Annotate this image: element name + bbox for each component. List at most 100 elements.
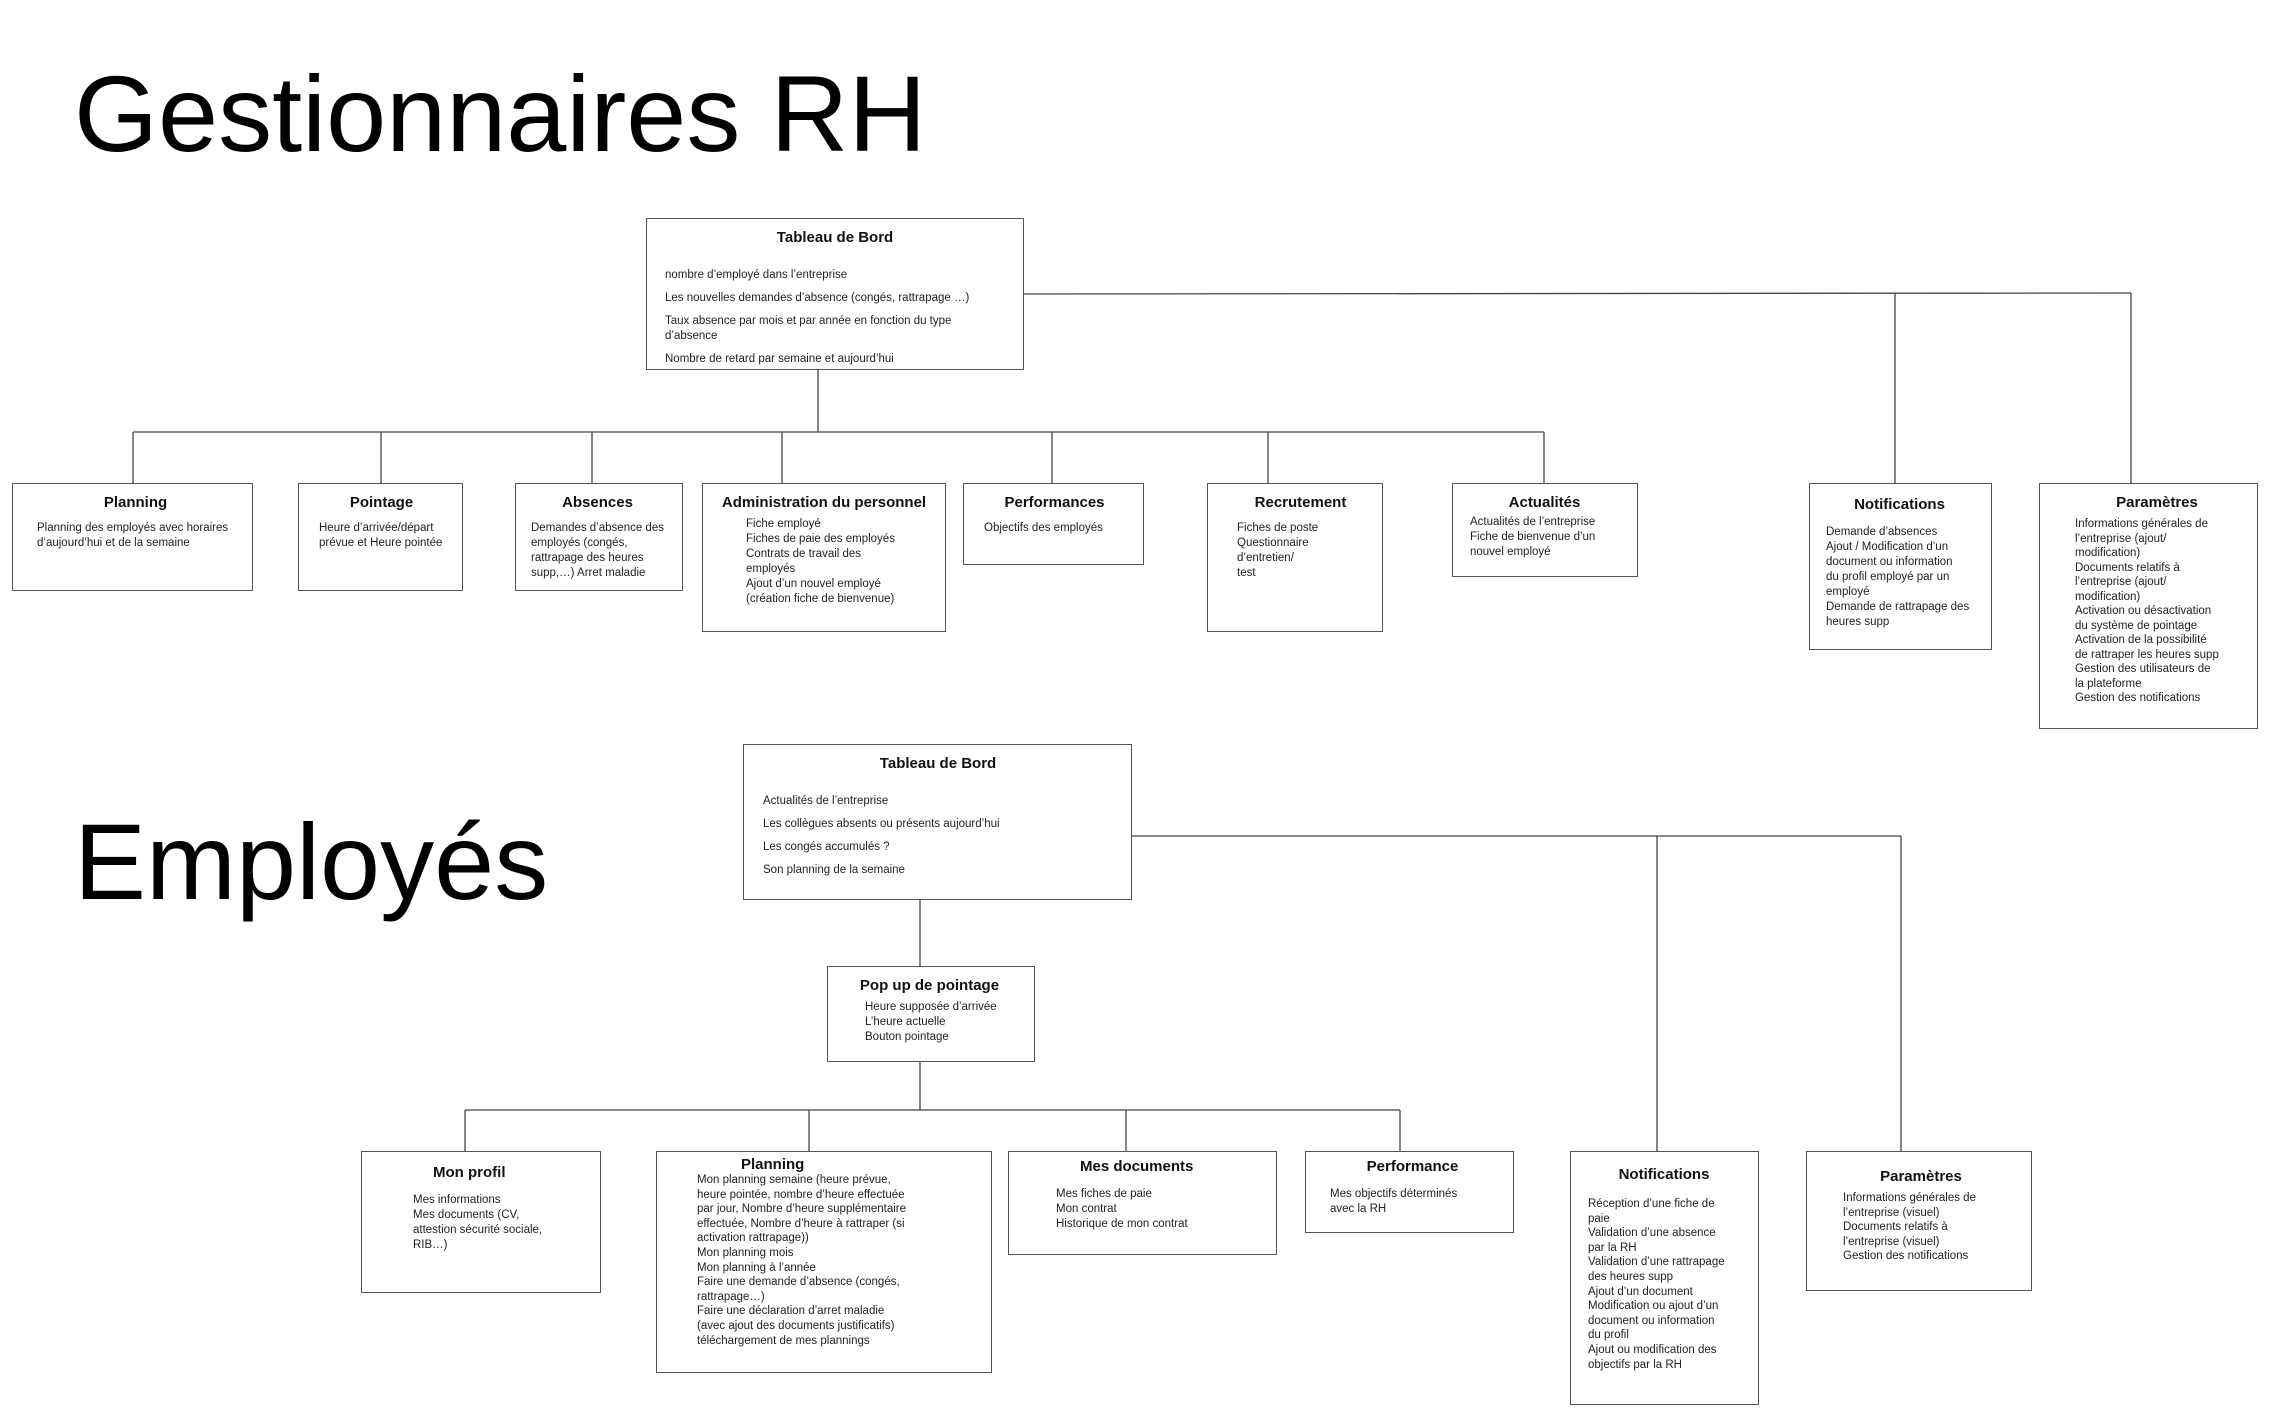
node-line: Faire une déclaration d’arret maladie: [697, 1305, 885, 1318]
node-line: Ajout d’un document: [1588, 1285, 1693, 1298]
rh-node-recrutement: Recrutement Fiches de poste Questionnair…: [1207, 483, 1383, 632]
node-line: prévue et Heure pointée: [319, 537, 443, 549]
node-lines: Mon planning semaine (heure prévue, heur…: [697, 1173, 973, 1348]
node-line: Planning des employés avec horaires: [37, 522, 229, 534]
node-title: Recrutement: [1254, 494, 1347, 511]
rh-node-parametres: Paramètres Informations générales de l’e…: [2039, 483, 2258, 729]
node-line: heures supp: [1826, 616, 1890, 628]
node-line: effectuée, Nombre d’heure à rattraper (s…: [697, 1217, 905, 1230]
node-line: (création fiche de bienvenue): [746, 593, 895, 605]
emp-node-parametres: Paramètres Informations générales de l’e…: [1806, 1151, 2032, 1291]
node-line: Ajout ou modification des: [1588, 1343, 1717, 1356]
node-line: Ajout d’un nouvel employé: [746, 578, 881, 590]
node-lines: Actualités de l’entreprise Les collègues…: [763, 794, 1113, 878]
node-line: modification): [2075, 590, 2141, 603]
node-lines: Demandes d’absence des employés (congés,…: [531, 521, 664, 581]
node-line: Demande d’absences: [1826, 526, 1938, 538]
node-line: Fiches de poste: [1237, 522, 1319, 534]
node-line: test: [1237, 567, 1256, 579]
node-title: Actualités: [1508, 494, 1581, 511]
node-line: téléchargement de mes plannings: [697, 1334, 870, 1347]
node-line: de rattraper les heures supp: [2075, 648, 2219, 661]
node-line: Mes informations: [413, 1194, 501, 1206]
rh-node-actualites: Actualités Actualités de l’entreprise Fi…: [1452, 483, 1638, 577]
node-lines: Actualités de l’entreprise Fiche de bien…: [1470, 515, 1619, 560]
node-line: Activation ou désactivation: [2075, 605, 2212, 617]
node-line: Gestion des notifications: [1843, 1250, 1969, 1263]
node-title: Tableau de Bord: [776, 229, 894, 246]
node-line: l’entreprise (visuel): [1843, 1235, 1940, 1248]
node-line: Mon planning semaine (heure prévue,: [697, 1174, 891, 1186]
node-line: L’heure actuelle: [865, 1016, 946, 1028]
emp-node-tableau-de-bord: Tableau de Bord Actualités de l’entrepri…: [743, 744, 1132, 900]
node-line: des heures supp: [1588, 1270, 1674, 1283]
node-line: Mes documents (CV,: [413, 1209, 520, 1221]
node-lines: Informations générales de l’entreprise (…: [1843, 1191, 2013, 1264]
node-line: modification): [2075, 547, 2141, 559]
node-line: Nombre de retard par semaine et aujourd’…: [665, 353, 894, 365]
node-line: Modification ou ajout d’un: [1588, 1300, 1719, 1313]
node-lines: Mes fiches de paie Mon contrat Historiqu…: [1056, 1187, 1258, 1232]
node-lines: Heure supposée d’arrivée L’heure actuell…: [865, 1000, 1016, 1045]
node-line: Actualités de l’entreprise: [763, 795, 889, 807]
node-line: supp,…) Arret maladie: [531, 567, 646, 579]
node-line: Objectifs des employés: [984, 522, 1103, 534]
node-line: Les collègues absents ou présents aujour…: [763, 818, 1000, 830]
node-title: Absences: [562, 494, 633, 511]
node-line: Informations générales de: [2075, 518, 2208, 530]
node-line: attestion sécurité sociale,: [413, 1224, 543, 1236]
node-line: la plateforme: [2075, 677, 2142, 690]
node-line: Questionnaire d’entretien/: [1237, 537, 1309, 564]
node-line: activation rattrapage)): [697, 1232, 809, 1245]
emp-node-performance: Performance Mes objectifs déterminés ave…: [1305, 1151, 1514, 1233]
node-lines: Planning des employés avec horaires d’au…: [37, 521, 234, 551]
emp-node-mon-profil: Mon profil Mes informations Mes document…: [361, 1151, 601, 1293]
node-line: Ajout / Modification d’un: [1826, 541, 1949, 553]
node-title: Mes documents: [1080, 1158, 1194, 1175]
node-lines: Demande d’absences Ajout / Modification …: [1826, 525, 1973, 630]
node-lines: Fiches de poste Questionnaire d’entretie…: [1237, 521, 1364, 581]
connector: [1023, 292, 2132, 295]
node-line: Les nouvelles demandes d’absence (congés…: [665, 292, 970, 304]
node-line: Documents relatifs à: [1843, 1221, 1948, 1234]
node-line: paie: [1588, 1212, 1610, 1225]
node-lines: Mes informations Mes documents (CV, atte…: [413, 1193, 582, 1253]
node-lines: Heure d’arrivée/départ prévue et Heure p…: [319, 521, 444, 551]
node-line: rattrapage des heures: [531, 552, 644, 564]
node-line: Les congés accumulés ?: [763, 841, 890, 853]
emp-node-notifications: Notifications Réception d’une fiche de p…: [1570, 1151, 1759, 1405]
node-line: heure pointée, nombre d’heure effectuée: [697, 1188, 905, 1201]
rh-node-pointage: Pointage Heure d’arrivée/départ prévue e…: [298, 483, 463, 591]
section-title-rh: Gestionnaires RH: [74, 53, 927, 174]
node-line: Contrats de travail des: [746, 548, 862, 560]
rh-node-planning: Planning Planning des employés avec hora…: [12, 483, 253, 591]
node-title: Paramètres: [2116, 494, 2198, 511]
node-lines: Informations générales de l’entreprise (…: [2075, 517, 2239, 706]
node-line: Validation d’une absence: [1588, 1227, 1716, 1240]
node-line: Fiches de paie des employés: [746, 533, 895, 545]
node-title: Performances: [1004, 494, 1105, 511]
node-line: Mon contrat: [1056, 1203, 1117, 1215]
node-line: Demandes d’absence des: [531, 522, 664, 534]
node-line: rattrapage…): [697, 1290, 765, 1303]
node-line: Réception d’une fiche de: [1588, 1198, 1715, 1210]
rh-node-performances: Performances Objectifs des employés: [963, 483, 1144, 565]
node-line: objectifs par la RH: [1588, 1358, 1682, 1371]
node-title: Pointage: [349, 494, 414, 511]
node-line: Demande de rattrapage des: [1826, 601, 1970, 613]
node-line: Faire une demande d’absence (congés,: [697, 1276, 900, 1289]
node-line: Mon planning à l’année: [697, 1261, 816, 1274]
emp-node-popup-pointage: Pop up de pointage Heure supposée d’arri…: [827, 966, 1035, 1062]
node-line: Gestion des utilisateurs de: [2075, 663, 2211, 675]
node-line: Son planning de la semaine: [763, 864, 905, 876]
node-line: (avec ajout des documents justificatifs): [697, 1319, 895, 1332]
node-lines: Mes objectifs déterminés avec la RH: [1330, 1187, 1495, 1217]
node-lines: Objectifs des employés: [984, 521, 1125, 536]
node-line: Fiche employé: [746, 518, 821, 530]
node-line: Heure d’arrivée/départ: [319, 522, 434, 534]
node-lines: nombre d’employé dans l’entreprise Les n…: [665, 268, 1005, 367]
node-line: du profil: [1588, 1329, 1629, 1342]
node-line: employés (congés,: [531, 537, 628, 549]
node-line: l’entreprise (ajout/: [2075, 576, 2167, 588]
rh-node-tableau-de-bord: Tableau de Bord nombre d’employé dans l’…: [646, 218, 1024, 370]
